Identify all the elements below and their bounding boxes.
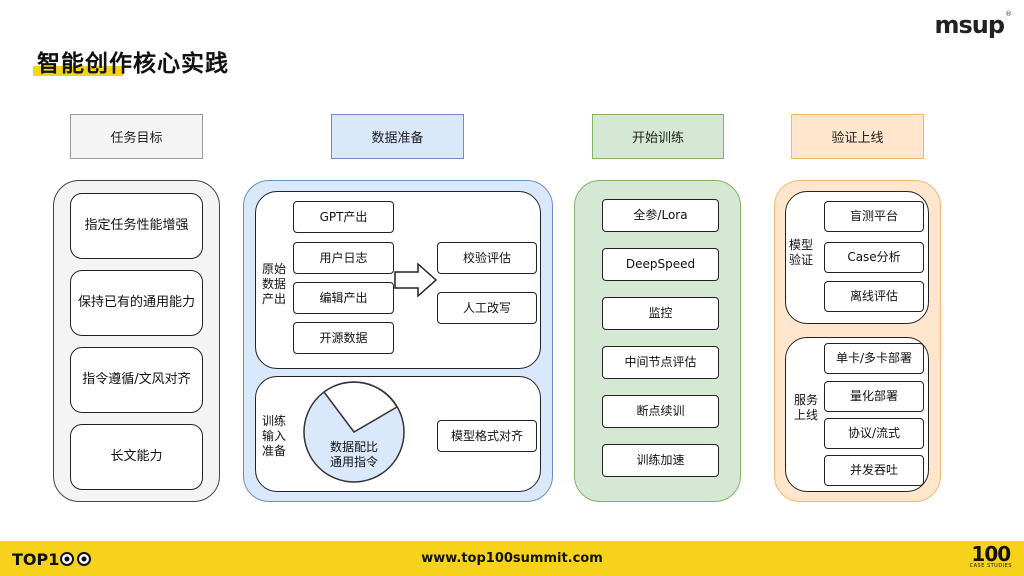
task-header: 任务目标 (70, 114, 203, 159)
source-node: 编辑产出 (293, 282, 394, 314)
top100-logo: TOP1 (12, 550, 93, 569)
case-studies-text: CASE STUDIES (969, 563, 1012, 569)
verify-node: Case分析 (824, 242, 924, 273)
owl-eyes-icon (60, 552, 92, 566)
top100-logo-text: TOP1 (12, 550, 60, 569)
msup-logo: msup (934, 11, 1005, 39)
data-ratio-pie (303, 381, 405, 483)
verify-node: 盲测平台 (824, 201, 924, 232)
train-node: DeepSpeed (602, 248, 719, 281)
flow-arrow-icon (394, 262, 438, 298)
source-node: 开源数据 (293, 322, 394, 354)
deploy-header: 验证上线 (791, 114, 924, 159)
footer-url[interactable]: www.top100summit.com (421, 551, 603, 566)
check-node: 校验评估 (437, 242, 537, 274)
task-item: 指令遵循/文风对齐 (70, 347, 203, 413)
registered-mark: ® (1005, 10, 1012, 18)
serve-node: 量化部署 (824, 381, 924, 412)
format-node: 模型格式对齐 (437, 420, 537, 452)
train-node: 断点续训 (602, 395, 719, 428)
serve-node: 并发吞吐 (824, 455, 924, 486)
source-node: GPT产出 (293, 201, 394, 233)
case-studies-logo: 100 CASE STUDIES (969, 542, 1012, 569)
task-item: 长文能力 (70, 424, 203, 490)
task-item: 保持已有的通用能力 (70, 270, 203, 336)
train-node: 中间节点评估 (602, 346, 719, 379)
verify-label: 模型 验证 (789, 238, 814, 267)
train-header: 开始训练 (592, 114, 724, 159)
train-node: 监控 (602, 297, 719, 330)
case-studies-number: 100 (971, 542, 1011, 566)
train-node: 全参/Lora (602, 199, 719, 232)
page-title: 智能创作核心实践 (37, 51, 229, 77)
serve-node: 单卡/多卡部署 (824, 343, 924, 374)
data-header: 数据准备 (331, 114, 464, 159)
check-node: 人工改写 (437, 292, 537, 324)
train-input-label: 训练 输入 准备 (262, 414, 287, 458)
verify-node: 离线评估 (824, 281, 924, 312)
serve-node: 协议/流式 (824, 418, 924, 449)
train-node: 训练加速 (602, 444, 719, 477)
footer-bar (0, 541, 1024, 576)
serve-label: 服务 上线 (794, 393, 819, 422)
raw-data-label: 原始 数据 产出 (262, 262, 287, 306)
pie-label: 数据配比 通用指令 (329, 440, 378, 469)
source-node: 用户日志 (293, 242, 394, 274)
task-item: 指定任务性能增强 (70, 193, 203, 259)
